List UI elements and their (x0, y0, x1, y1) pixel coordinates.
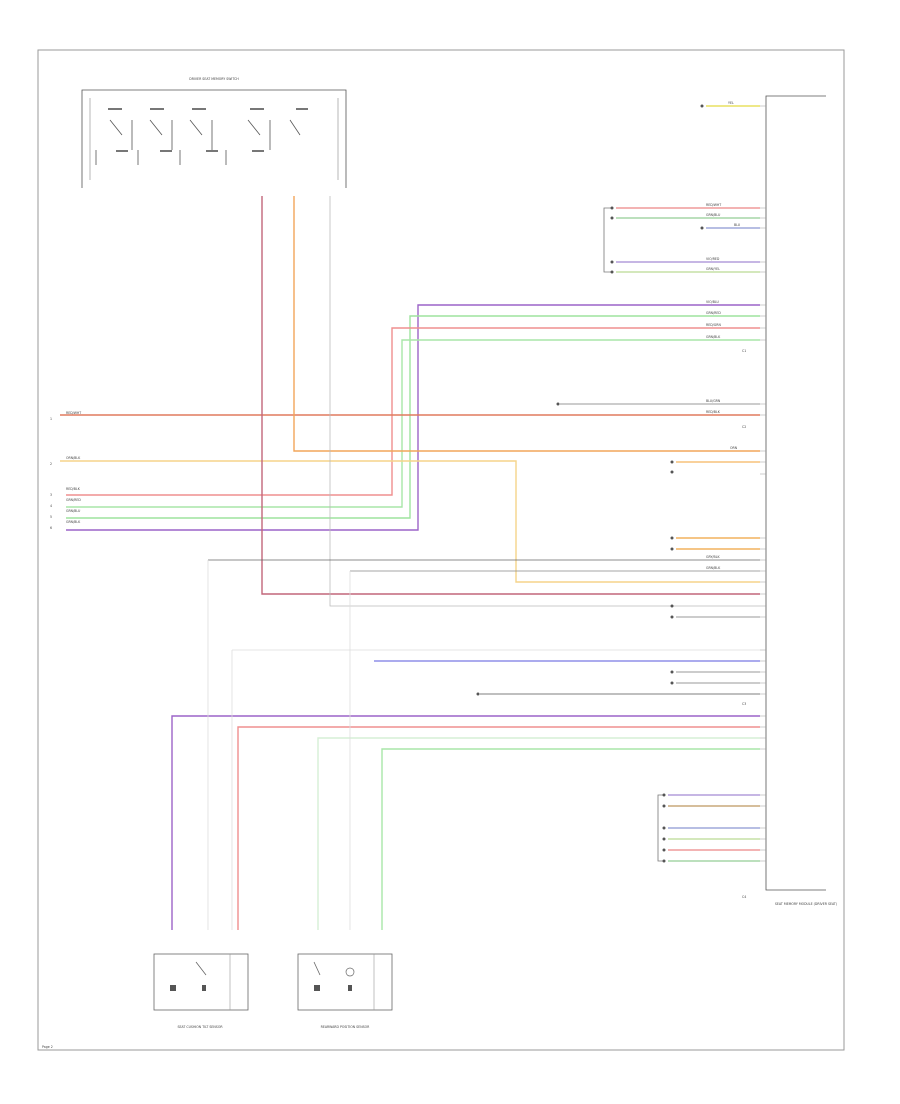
page-label: Page 2 (42, 1045, 53, 1049)
wire-code-right-3: GRN/BLU (706, 213, 721, 217)
wire-code-left-2: ORN/BLK (66, 456, 81, 460)
wire-code-right-14: GRY/BLK (706, 555, 720, 559)
page-border (37, 49, 845, 1051)
connector-c2: C2 (742, 425, 746, 429)
wire-code-right-10: GRN/BLK (706, 335, 721, 339)
wire-code-right-1: YEL (728, 101, 734, 105)
wire-code-right-8: GRN/RED (706, 311, 721, 315)
wire-code-left-5: GRN/BLU (66, 509, 81, 513)
switch-group-label: DRIVER SEAT MEMORY SWITCH (189, 77, 239, 81)
terminal-2: 2 (50, 462, 52, 466)
terminal-4: 4 (50, 504, 52, 508)
wire-code-left-6: GRN/BLK (66, 520, 81, 524)
connector-c4: C4 (742, 895, 746, 899)
seat-cushion-tilt-sensor: SEAT CUSHION TILT SENSOR (153, 953, 249, 1029)
bracket-bottom (657, 794, 664, 862)
wire-red-green (66, 327, 760, 496)
bracket-top (603, 207, 612, 273)
connector-c1: C1 (742, 349, 746, 353)
wire-green-black (66, 339, 760, 508)
wire-red-black-vertical (261, 196, 760, 595)
memory-switch-group: DRIVER SEAT MEMORY SWITCH (81, 77, 347, 188)
wire-code-right-4: BLU (734, 223, 741, 227)
seat-memory-module: SEAT MEMORY MODULE (DRIVER SEAT) C1 (742, 95, 837, 906)
wire-red-to-sensor (237, 726, 760, 930)
terminal-5: 5 (50, 515, 52, 519)
position-sensor-label: REARWARD POSITION SENSOR (321, 1025, 370, 1029)
wire-code-left-1: RED/WHT (66, 411, 81, 415)
left-terminals: 1 2 3 4 5 6 RED/WHT ORN/BLK RED/BLK GRN/… (50, 411, 81, 530)
tilt-sensor-label: SEAT CUSHION TILT SENSOR (177, 1025, 223, 1029)
right-wire-labels: YEL RED/WHT GRN/BLU BLU VIO/RED GRN/YEL … (706, 101, 741, 570)
wire-violet-blue (66, 304, 760, 531)
wire-code-right-13: ORN (730, 446, 738, 450)
wire-code-right-6: GRN/YEL (706, 267, 720, 271)
wire-code-right-2: RED/WHT (706, 203, 721, 207)
terminal-1: 1 (50, 417, 52, 421)
wire-code-right-5: VIO/RED (706, 257, 720, 261)
wire-green-to-sensor (381, 748, 760, 930)
terminal-6: 6 (50, 526, 52, 530)
wire-code-right-9: RED/GRN (706, 323, 721, 327)
wire-code-left-3: RED/BLK (66, 487, 81, 491)
wire-code-left-4: GRN/RED (66, 498, 81, 502)
wire-code-right-15: GRN/BLK (706, 566, 721, 570)
wire-orange (293, 196, 760, 452)
wire-code-right-11: BLU/GRN (706, 399, 721, 403)
connector-c3: C3 (742, 702, 746, 706)
terminal-3: 3 (50, 493, 52, 497)
wire-lightgreen-to-sensor (317, 737, 760, 930)
wire-code-right-12: RED/BLK (706, 410, 721, 414)
wire-gray-right (329, 196, 760, 607)
wire-code-right-7: VIO/BLU (706, 300, 720, 304)
wire-violet-to-sensor (171, 715, 760, 930)
wire-orange-black (60, 460, 760, 583)
wires (60, 105, 760, 930)
wire-green-red (66, 315, 760, 519)
rearward-position-sensor: REARWARD POSITION SENSOR (297, 953, 393, 1029)
connector-dots (476, 104, 704, 863)
module-label: SEAT MEMORY MODULE (DRIVER SEAT) (775, 902, 837, 906)
